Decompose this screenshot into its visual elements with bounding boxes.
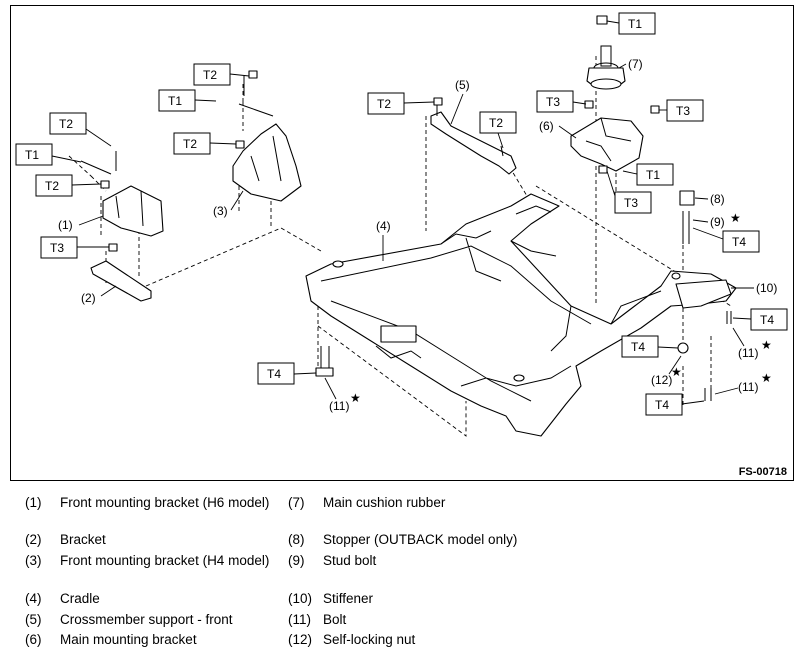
callout-11-left: (11) — [329, 399, 349, 413]
callout-5: (5) — [455, 78, 470, 92]
front-mounting-bracket-h4-part — [232, 123, 302, 202]
svg-text:T3: T3 — [546, 95, 560, 109]
t1-label-h4: T1 — [158, 89, 217, 112]
star-11-left: ★ — [350, 391, 361, 405]
t2-label-h4-side: T2 — [173, 132, 237, 155]
star-9: ★ — [730, 211, 741, 225]
t3-label-main-right: T3 — [659, 99, 704, 122]
callout-6: (6) — [539, 119, 554, 133]
svg-text:T2: T2 — [377, 97, 391, 111]
svg-text:T3: T3 — [50, 241, 64, 255]
crossmember-support-part — [430, 111, 517, 175]
callout-11-right: (11) — [738, 346, 758, 360]
t2-label-h6-side: T2 — [35, 174, 102, 197]
svg-text:T2: T2 — [489, 116, 503, 130]
t1-label-cushion: T1 — [606, 12, 656, 35]
part-callouts: (5) (7) (6) (8) (9) ★ (1) (3) (4) (10) (… — [58, 57, 777, 413]
svg-text:T4: T4 — [760, 313, 774, 327]
svg-text:T1: T1 — [646, 168, 660, 182]
t2-label-h6-top: T2 — [49, 112, 112, 147]
t2-label-crossmember-left: T2 — [367, 92, 435, 115]
callout-3: (3) — [213, 204, 228, 218]
callout-8: (8) — [710, 192, 725, 206]
t4-label-nut: T4 — [621, 335, 679, 358]
t4-label-stud: T4 — [692, 227, 760, 253]
torque-labels: T1 T2 T1 T2 T3 T3 T2 — [15, 12, 788, 416]
exploded-view-illustration: T1 T2 T1 T2 T3 T3 T2 — [15, 12, 788, 437]
callout-7: (7) — [628, 57, 643, 71]
svg-text:T1: T1 — [628, 17, 642, 31]
svg-text:T2: T2 — [183, 137, 197, 151]
t2-label-crossmember-right: T2 — [479, 111, 517, 149]
front-mounting-bracket-h6-part — [102, 185, 164, 237]
callout-9: (9) — [710, 215, 725, 229]
t3-label-h6: T3 — [40, 236, 109, 259]
main-cushion-rubber-part — [586, 45, 626, 90]
svg-text:T2: T2 — [203, 68, 217, 82]
t4-label-left-bolt: T4 — [257, 362, 317, 385]
t3-label-main-top: T3 — [536, 90, 587, 113]
t4-label-bottom-bolt: T4 — [645, 393, 705, 416]
svg-text:T4: T4 — [732, 235, 746, 249]
star-11-bottom: ★ — [761, 371, 772, 385]
stiffener-part — [675, 279, 732, 309]
star-11-right: ★ — [761, 338, 772, 352]
svg-text:T1: T1 — [168, 94, 182, 108]
svg-text:T3: T3 — [624, 196, 638, 210]
svg-text:T4: T4 — [267, 367, 281, 381]
t1-label-h6: T1 — [15, 143, 82, 166]
t1-label-main: T1 — [622, 163, 674, 186]
callout-10: (10) — [756, 281, 777, 295]
svg-text:T1: T1 — [25, 148, 39, 162]
fasteners — [80, 15, 732, 401]
t4-label-right-bolt: T4 — [732, 308, 788, 331]
star-12: ★ — [671, 365, 682, 379]
main-mounting-bracket-part — [570, 117, 644, 172]
svg-text:T4: T4 — [655, 398, 669, 412]
callout-4: (4) — [376, 219, 391, 233]
svg-text:T4: T4 — [631, 340, 645, 354]
parts-legend: (1) Front mounting bracket (H6 model) (2… — [25, 495, 518, 647]
cradle-part — [305, 193, 737, 437]
svg-text:T3: T3 — [676, 104, 690, 118]
svg-text:T2: T2 — [45, 179, 59, 193]
callout-2: (2) — [81, 291, 96, 305]
bracket-part — [90, 260, 152, 302]
callout-1: (1) — [58, 218, 73, 232]
callout-11-bottom: (11) — [738, 380, 758, 394]
figure-id: FS-00718 — [738, 466, 787, 478]
t3-label-main-bottom: T3 — [606, 170, 652, 214]
t2-label-h4-top: T2 — [193, 63, 250, 86]
svg-text:T2: T2 — [59, 117, 73, 131]
callout-12: (12) — [651, 373, 672, 387]
exploded-diagram-frame: T1 T2 T1 T2 T3 T3 T2 — [10, 5, 794, 481]
